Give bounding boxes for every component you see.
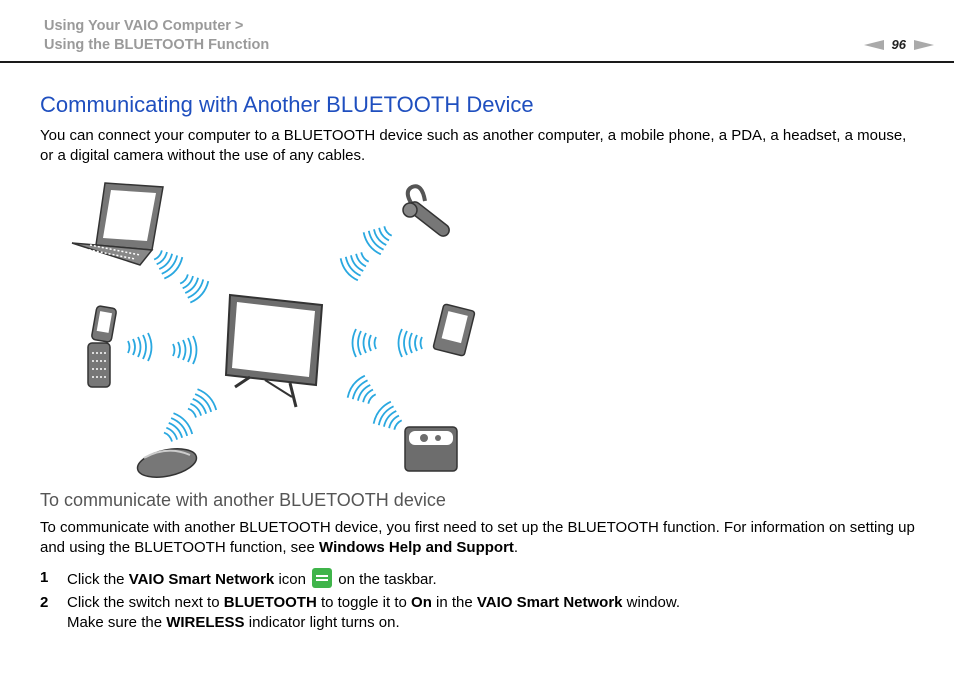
intro-paragraph: You can connect your computer to a BLUET… (40, 127, 907, 164)
step-2-bluetooth: BLUETOOTH (223, 594, 317, 611)
mobile-phone-icon (87, 305, 117, 388)
step-2-text-c: in the (431, 594, 477, 611)
step-2-app-name: VAIO Smart Network (476, 594, 623, 611)
step-1-text-c: on the taskbar. (334, 571, 437, 588)
breadcrumb-parent: Using Your VAIO Computer > (44, 18, 244, 34)
step-2-text-d: window. (622, 594, 681, 611)
breadcrumb-current: Using the BLUETOOTH Function (44, 37, 270, 53)
step-1-text-b: icon (274, 571, 311, 588)
step-2-text-a: Click the switch next to (67, 594, 224, 611)
setup-text-end: . (513, 539, 519, 556)
windows-help-reference: Windows Help and Support (319, 539, 514, 556)
header-divider (0, 61, 954, 63)
page-navigation: 96 (863, 37, 934, 52)
wave-headset-inner (336, 245, 375, 284)
page-title: Communicating with Another BLUETOOTH Dev… (40, 92, 534, 117)
step-number: 1 (40, 569, 49, 586)
headset-icon (402, 184, 450, 237)
digital-camera-icon (404, 426, 458, 472)
step-1-text-a: Click the (67, 571, 129, 588)
wave-laptop-inner (174, 267, 212, 306)
wave-mouse-inner (181, 385, 220, 425)
mouse-icon (136, 448, 198, 478)
wave-mouse-outer (157, 409, 196, 449)
step-2-text-b: to toggle it to (316, 594, 412, 611)
desktop-computer-icon (224, 293, 324, 408)
laptop-icon (71, 182, 164, 266)
vaio-smart-network-icon[interactable] (312, 568, 333, 588)
step-2-note-b: indicator light turns on. (244, 614, 400, 631)
section-subheading: To communicate with another BLUETOOTH de… (40, 490, 446, 510)
wave-phone-outer (127, 332, 153, 362)
step-1-app-name: VAIO Smart Network (128, 571, 275, 588)
wave-pda-inner (351, 328, 377, 358)
wave-camera-inner (343, 372, 382, 411)
setup-paragraph: To communicate with another BLUETOOTH de… (40, 518, 920, 558)
step-text: Click the VAIO Smart Network icon on the… (67, 568, 437, 590)
page-number: 96 (891, 37, 906, 52)
previous-page-icon[interactable] (863, 39, 884, 50)
bluetooth-devices-illustration (71, 182, 476, 478)
wave-phone-inner (172, 335, 198, 365)
wireless-indicator-label: WIRELESS (166, 614, 245, 631)
pda-icon (432, 303, 476, 357)
wave-pda-outer (397, 328, 423, 358)
step-text: Click the switch next to BLUETOOTH to to… (67, 593, 680, 613)
setup-text: To communicate with another BLUETOOTH de… (40, 519, 915, 556)
wave-camera-outer (369, 398, 408, 437)
wave-headset-outer (359, 219, 398, 258)
step-2-note-a: Make sure the (67, 614, 167, 631)
wave-laptop-outer (148, 243, 186, 282)
step-number: 2 (40, 594, 49, 611)
next-page-icon[interactable] (914, 39, 934, 50)
step-2-on: On (411, 594, 432, 611)
step-2-note: Make sure the WIRELESS indicator light t… (67, 614, 400, 631)
